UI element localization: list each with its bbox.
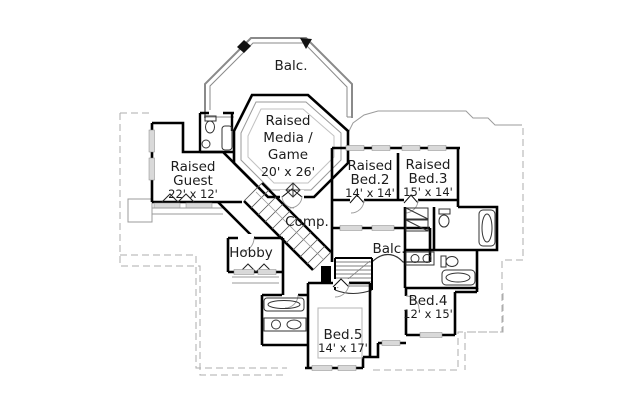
bathtub-icon	[267, 300, 301, 309]
room-name-line: Bed.5	[323, 327, 363, 343]
door-arc-icon	[334, 282, 350, 298]
room-name-line: Raised	[170, 159, 216, 175]
toilet-icon	[445, 256, 459, 267]
central-staircase	[217, 182, 332, 271]
room-name-line: Hobby	[229, 245, 273, 261]
bed5-walls	[305, 278, 372, 371]
window-bay	[232, 276, 279, 284]
toilet-icon	[440, 255, 447, 268]
sink-icon	[271, 319, 281, 330]
room-name-line: Balc.	[274, 58, 308, 74]
room-name-line: Game	[267, 147, 309, 163]
media-entry-door-arcs	[281, 195, 303, 209]
door-arc-icon	[239, 237, 255, 253]
room-name-line: Bed.3	[408, 171, 448, 187]
casement-window-icon	[161, 193, 195, 203]
bath-right-block	[403, 205, 499, 290]
rear-staircase	[334, 257, 373, 294]
wall-pier	[321, 266, 331, 284]
window-icon	[339, 225, 395, 231]
door-arc-icon	[405, 295, 420, 310]
sink-icon	[201, 139, 211, 149]
room-name-line: Bed.4	[408, 293, 448, 309]
room-dimensions: 12' x 15'	[403, 307, 453, 321]
room-name-line: Balc.	[372, 241, 406, 257]
vanity-counter	[263, 317, 307, 332]
room-dimensions: 15' x 14'	[403, 185, 453, 199]
window-icon	[311, 365, 357, 371]
vanity-counter	[405, 251, 435, 266]
balcony-open-edge	[371, 253, 430, 263]
bathtub-icon	[263, 297, 305, 312]
bathtub-icon	[221, 125, 233, 151]
room-name-line: Guest	[173, 173, 213, 189]
room-label-comp: Comp.	[285, 215, 329, 229]
balcony-ornament-icon	[300, 38, 312, 49]
bathtub-icon	[481, 213, 493, 243]
toilet-icon	[205, 120, 215, 134]
balcony-ornament-icon	[237, 40, 251, 53]
bathtub-icon	[478, 209, 496, 247]
sink-icon	[286, 319, 302, 330]
window-icon	[233, 269, 277, 275]
linen-closet-icon	[405, 207, 429, 232]
guest-room-walls	[148, 121, 261, 215]
room-label-hobby: Hobby	[229, 246, 273, 260]
roof-outline-dashed	[119, 112, 524, 376]
room-dimensions: 14' x 17'	[318, 341, 368, 355]
door-arc-icon	[284, 294, 299, 309]
room-name-line: Bed.2	[350, 172, 390, 188]
balcony-outline	[204, 37, 353, 118]
stair-treads	[243, 182, 332, 271]
bath-top-left	[198, 110, 234, 154]
sink-icon	[410, 254, 420, 263]
roofline-thin	[127, 110, 522, 223]
toilet-icon	[438, 208, 451, 215]
room-name-line: Raised	[265, 113, 311, 129]
window-icon	[381, 332, 443, 346]
toilet-icon	[438, 214, 450, 228]
door-chevron-icon	[332, 278, 350, 288]
window-bay	[152, 207, 223, 215]
room-name-line: Media /	[263, 130, 313, 146]
bed4-walls	[361, 288, 479, 368]
room-name-line: Raised	[347, 158, 393, 174]
sink-icon	[422, 254, 432, 263]
media-room-walls	[232, 93, 350, 200]
room-label-balcony-mid: Balc.	[373, 242, 406, 256]
bathtub-icon	[441, 269, 476, 286]
room-name-line: Comp.	[285, 214, 329, 230]
room-dimensions: 20' x 26'	[260, 164, 316, 179]
comp-desk-icon	[285, 182, 301, 198]
room-label-balcony-top: Balc.	[275, 59, 308, 73]
room-name-line: Raised	[405, 157, 451, 173]
room-dimensions: 22' x 12'	[168, 187, 218, 201]
bath-bottom-left	[260, 291, 308, 347]
ceiling-line	[317, 307, 363, 359]
room-dimensions: 14' x 14'	[345, 186, 395, 200]
door-chevron-icon	[349, 194, 419, 204]
bathtub-icon	[445, 272, 471, 283]
window-icon	[345, 145, 447, 151]
hobby-room-walls	[226, 234, 285, 295]
stair-direction-line	[255, 191, 325, 261]
